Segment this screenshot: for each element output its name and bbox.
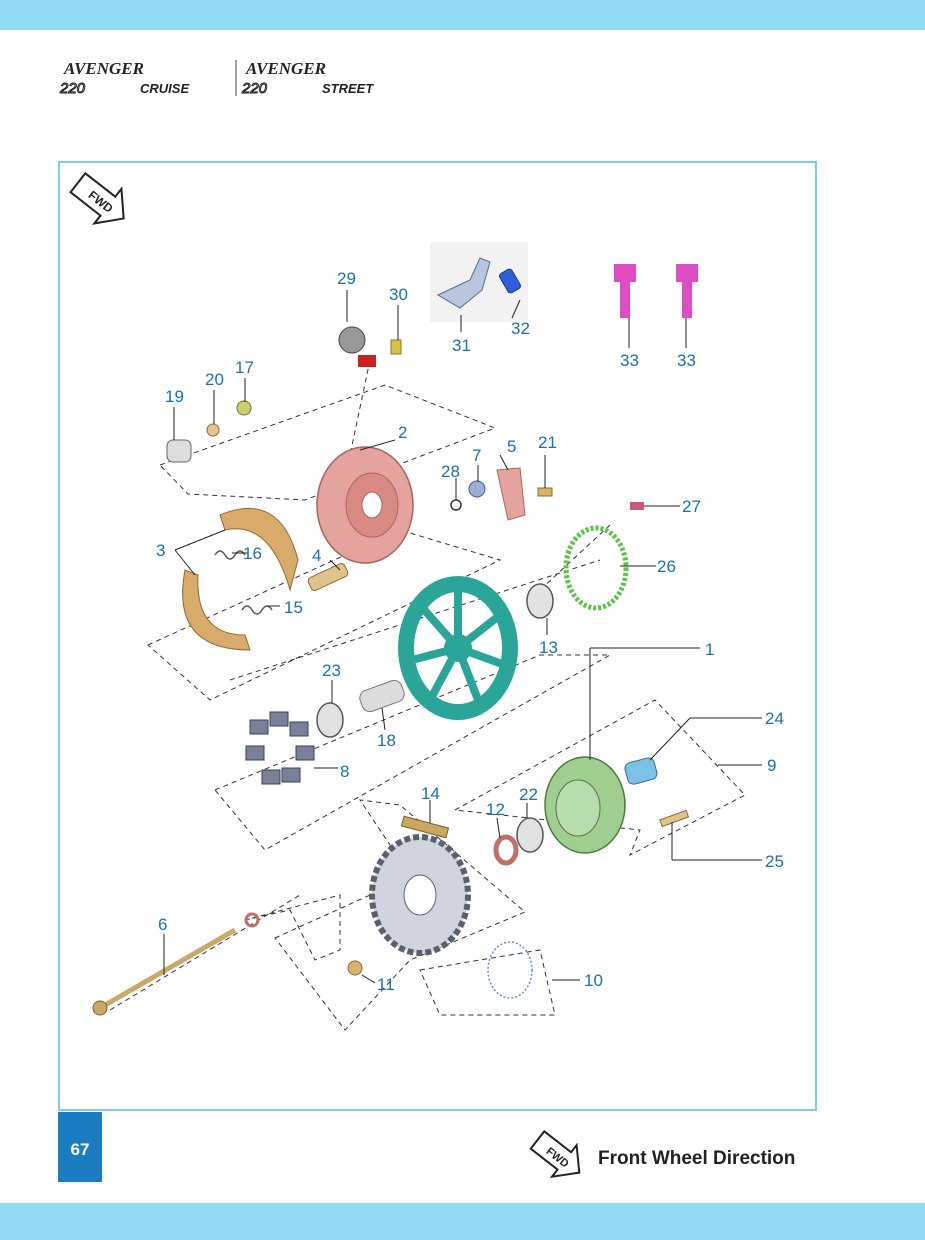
avenger-logo: AVENGER 220 CRUISE AVENGER 220 STREET (59, 59, 375, 98)
callout-18: 18 (377, 731, 396, 750)
lock-plate (487, 941, 533, 999)
callout-15: 15 (284, 598, 303, 617)
callout-13: 13 (539, 638, 558, 657)
abs-sensor-bolt (499, 268, 521, 294)
diagram-frame (58, 161, 817, 1111)
logo-right-title: AVENGER (245, 59, 326, 78)
o-ring (450, 499, 462, 511)
spacer-18 (359, 679, 405, 713)
washer (206, 423, 220, 437)
callout-2: 2 (398, 423, 408, 442)
callout-17: 17 (235, 358, 254, 377)
top-band (0, 0, 925, 30)
chain-link (400, 815, 450, 839)
logo-left-title: AVENGER (63, 59, 144, 78)
axle-head (92, 1000, 108, 1016)
callout-23: 23 (322, 661, 341, 680)
logo-right-variant: STREET (322, 81, 374, 96)
callout-28: 28 (441, 462, 460, 481)
callout-30: 30 (389, 285, 408, 304)
logo-left-number: 220 (59, 80, 86, 97)
rear-wheel (398, 576, 518, 720)
page-number: 67 (70, 1140, 90, 1159)
brake-cam (307, 563, 349, 591)
callout-33b: 33 (677, 351, 696, 370)
brake-lever (496, 467, 526, 521)
ring-screw (630, 502, 644, 510)
callout-26: 26 (657, 557, 676, 576)
callout-16: 16 (243, 544, 262, 563)
lever-bolt (537, 487, 553, 497)
page-number-box: 67 (58, 1112, 102, 1182)
collar-24 (624, 757, 658, 785)
brake-panel (316, 446, 414, 564)
callout-14: 14 (421, 784, 440, 803)
speed-sensor (338, 326, 376, 367)
callout-32: 32 (511, 319, 530, 338)
callout-3: 3 (156, 541, 166, 560)
fwd-legend-icon: FWD (529, 1130, 581, 1179)
indicator-plate (468, 480, 486, 498)
callout-20: 20 (205, 370, 224, 389)
callout-11: 11 (377, 975, 395, 994)
callout-9: 9 (767, 756, 777, 775)
sprocket-holder (544, 756, 626, 854)
bearing-22 (516, 817, 544, 853)
spacer-collar (166, 439, 192, 463)
callout-22: 22 (519, 785, 538, 804)
bearing-13 (526, 583, 554, 619)
oil-seal (493, 834, 519, 866)
callout-4: 4 (312, 546, 322, 565)
bottom-band (0, 1203, 925, 1240)
brake-shoes (182, 507, 299, 651)
logo-right-number: 220 (241, 80, 268, 97)
callout-33a: 33 (620, 351, 639, 370)
fwd-arrow-icon: FWD (69, 171, 125, 225)
cush-drive-rubbers (245, 711, 315, 785)
bearing-23 (316, 702, 344, 738)
rear-sprocket (369, 834, 471, 956)
rear-axle (98, 927, 237, 1011)
callout-24: 24 (765, 709, 784, 728)
axle-washer (244, 912, 260, 928)
callout-1: 1 (705, 640, 715, 659)
logo-left-variant: CRUISE (140, 81, 189, 96)
castle-nut (236, 400, 252, 416)
leader-lines (163, 290, 762, 984)
callout-6: 6 (158, 915, 168, 934)
spring-16 (214, 550, 246, 560)
spring-15 (241, 605, 273, 615)
callout-19: 19 (165, 387, 184, 406)
callout-5: 5 (507, 437, 517, 456)
bolt-33-a (614, 264, 636, 318)
callout-29: 29 (337, 269, 356, 288)
callout-25: 25 (765, 852, 784, 871)
callout-7: 7 (472, 446, 482, 465)
bolt-25 (659, 809, 690, 828)
legend-text: Front Wheel Direction (598, 1148, 796, 1169)
callout-21: 21 (538, 433, 557, 452)
bolt-33-b (676, 264, 698, 318)
sensor-bolt (390, 339, 402, 355)
callout-12: 12 (486, 800, 505, 819)
callout-27: 27 (682, 497, 701, 516)
abs-tone-ring (563, 525, 629, 611)
sprocket-nut (347, 960, 363, 976)
callout-10: 10 (584, 971, 603, 990)
callout-8: 8 (340, 762, 350, 781)
callout-31: 31 (452, 336, 471, 355)
